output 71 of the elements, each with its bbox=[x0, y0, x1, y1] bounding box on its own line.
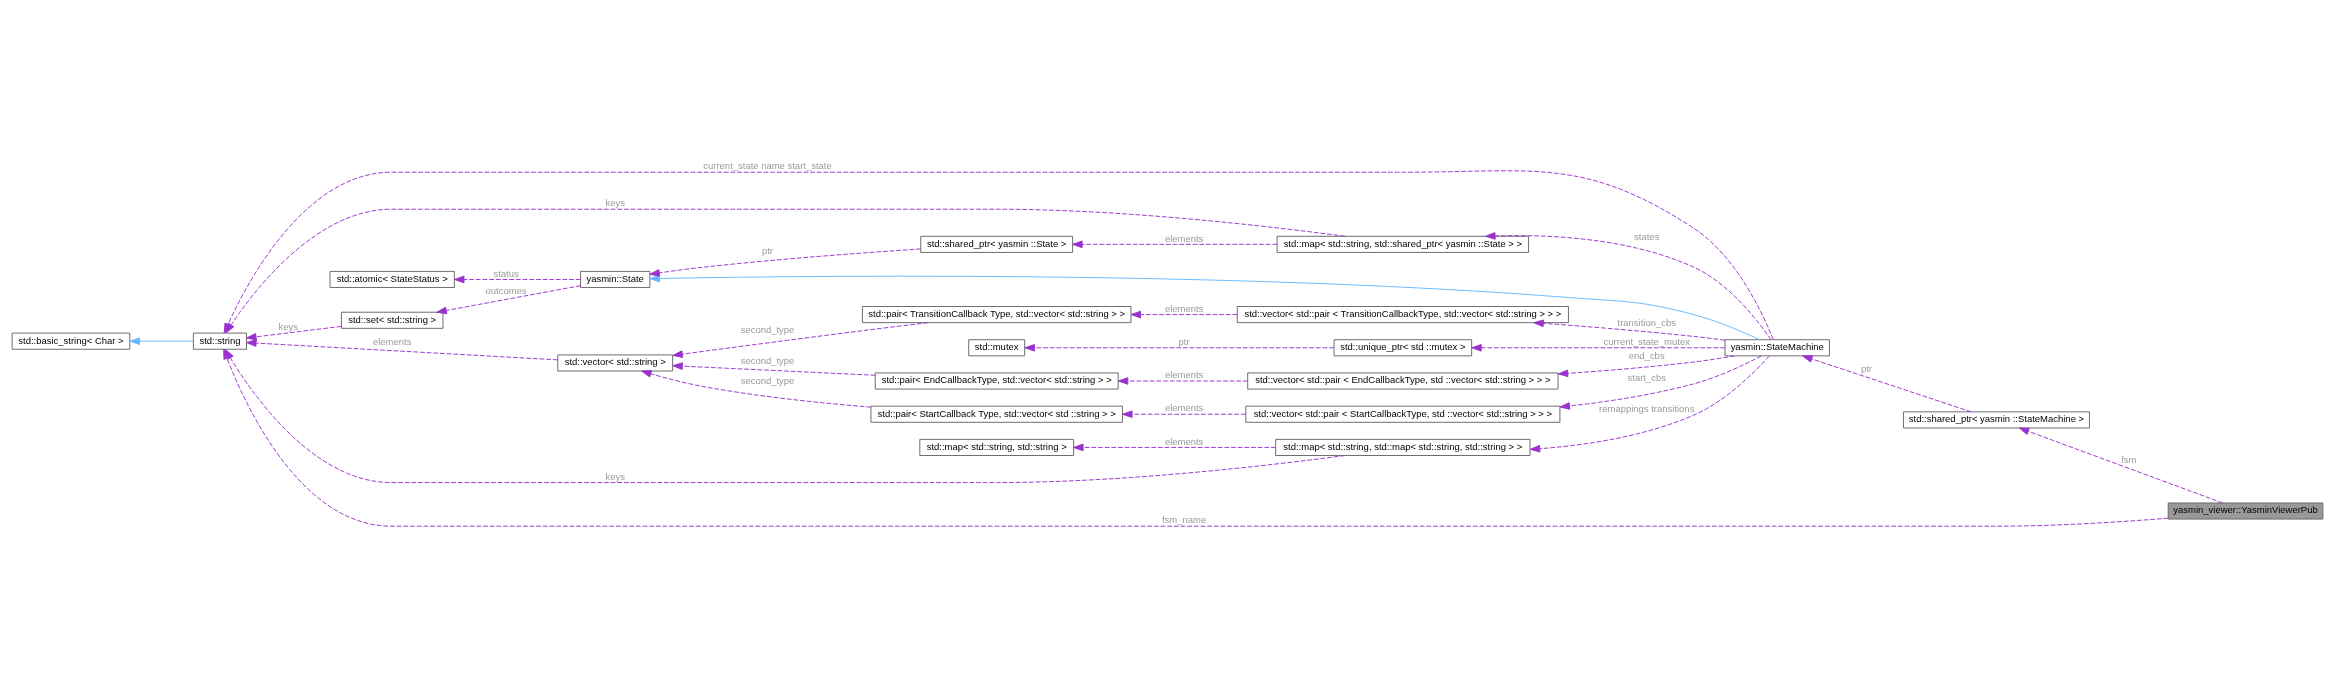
edge-label: end_cbs bbox=[1628, 350, 1665, 362]
edge-label: remappings transitions bbox=[1599, 403, 1695, 415]
arrow bbox=[129, 337, 194, 345]
arrow bbox=[1802, 355, 1972, 413]
edge-label: ptr bbox=[761, 244, 774, 256]
node-box: yasmin::State bbox=[580, 270, 651, 288]
edge-label: current_state name start_state bbox=[703, 160, 832, 172]
node-box: std::pair< TransitionCallback Type, std::vector< std::string > > bbox=[861, 306, 1132, 324]
node-box: std::pair< EndCallbackType, std::vector< std::string > > bbox=[874, 372, 1119, 390]
arrow bbox=[641, 370, 872, 408]
arrow bbox=[454, 275, 581, 284]
arrow bbox=[1559, 355, 1762, 410]
arrow bbox=[436, 285, 581, 315]
edge-label: second_type bbox=[740, 323, 795, 335]
arrow bbox=[1529, 355, 1770, 453]
arrow bbox=[1117, 377, 1249, 385]
edge-label: current_state_mutex bbox=[1603, 335, 1690, 347]
node-box: std::vector< std::pair < StartCallbackType, std ::vector< std::string > > > bbox=[1245, 405, 1561, 423]
edge-label: keys bbox=[278, 320, 299, 332]
node-box: std::map< std::string, std::string > bbox=[919, 438, 1075, 456]
edge-label: elements bbox=[1164, 369, 1204, 381]
arrow bbox=[672, 362, 876, 376]
arrow bbox=[1072, 240, 1278, 249]
arrow bbox=[649, 248, 922, 277]
node-box: std::map< std::string, std::shared_ptr< yasmin ::State > > bbox=[1276, 235, 1530, 253]
node-box: std::atomic< StateStatus > bbox=[329, 270, 455, 288]
arrow bbox=[246, 325, 342, 341]
arrow bbox=[1485, 232, 1772, 340]
node-box: std::map< std::string, std::map< std::string, std::string > > bbox=[1275, 438, 1531, 456]
node-box: yasmin::StateMachine bbox=[1724, 339, 1830, 357]
arrow bbox=[1557, 355, 1735, 378]
node-box: yasmin_viewer::YasminViewerPub bbox=[2167, 502, 2324, 520]
edge-label: states bbox=[1634, 230, 1660, 242]
edge-label: ptr bbox=[1860, 362, 1872, 374]
arrow bbox=[649, 274, 1761, 341]
node-box: std::mutex bbox=[968, 339, 1026, 357]
node-box: std::string bbox=[192, 332, 247, 350]
edge-label: outcomes bbox=[485, 284, 527, 296]
node-box: std::unique_ptr< std ::mutex > bbox=[1333, 339, 1473, 357]
edge-label: elements bbox=[1164, 402, 1204, 414]
arrow bbox=[246, 339, 558, 361]
arrow bbox=[1122, 410, 1247, 419]
node-box: std::shared_ptr< yasmin ::StateMachine > bbox=[1902, 411, 2090, 429]
edge-label: elements bbox=[1164, 302, 1204, 314]
edge-label: fsm bbox=[2121, 453, 2137, 465]
arrow bbox=[1471, 344, 1726, 352]
edge-label: elements bbox=[372, 335, 412, 347]
edge-label: elements bbox=[1164, 435, 1204, 447]
edge-label: second_type bbox=[740, 374, 795, 386]
node-box: std::vector< std::string > bbox=[557, 354, 674, 372]
edge-label: status bbox=[493, 267, 519, 279]
edge-label: keys bbox=[605, 197, 625, 209]
edge-label: ptr bbox=[1178, 335, 1190, 347]
edge-label: transition_cbs bbox=[1617, 316, 1676, 328]
arrow bbox=[672, 322, 929, 358]
edge-label: second_type bbox=[740, 354, 795, 366]
arrow bbox=[1533, 319, 1726, 341]
edge-label: start_cbs bbox=[1627, 372, 1666, 384]
arrow bbox=[1073, 443, 1277, 452]
node-box: std::pair< StartCallback Type, std::vector< std ::string > > bbox=[870, 405, 1123, 423]
node-box: std::shared_ptr< yasmin ::State > bbox=[920, 235, 1074, 253]
node-box: std::set< std::string > bbox=[340, 311, 444, 329]
edge-label: fsm_name bbox=[1162, 514, 1207, 526]
node-box: std::vector< std::pair < TransitionCallbackType, std::vector< std::string > > > bbox=[1236, 306, 1569, 324]
node-box: std::vector< std::pair < EndCallbackType, std ::vector< std::string > > > bbox=[1247, 372, 1559, 390]
node-box: std::basic_string< Char > bbox=[11, 332, 131, 350]
arrow bbox=[1130, 310, 1238, 319]
arrow bbox=[1024, 344, 1335, 352]
arrow bbox=[2018, 427, 2224, 504]
edge-label: keys bbox=[605, 470, 625, 482]
edge-label: elements bbox=[1164, 232, 1204, 244]
